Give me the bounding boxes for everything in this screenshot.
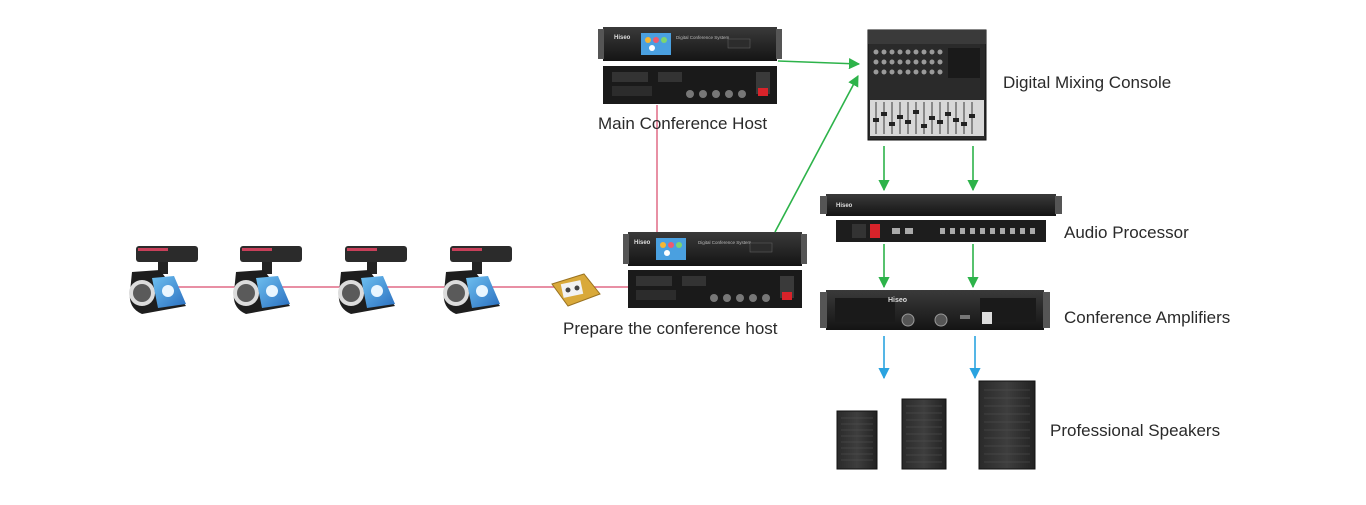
host-panel-text: Digital Conference System [698,240,752,245]
prepare-host-label: Prepare the conference host [563,319,778,338]
brand-logo: Hiseo [614,35,631,41]
mixing-console-icon [867,29,987,141]
main-conference-host-icon: Hiseo Digital Conference System [598,27,782,104]
host-panel-text: Digital Conference System [676,35,730,40]
audio-processor-icon: Hiseo [820,194,1062,242]
prepare-conference-host-icon: Hiseo Digital Conference System [623,232,807,308]
amplifiers-label: Conference Amplifiers [1064,308,1231,327]
brand-logo: Hiseo [836,203,853,209]
power-amplifier-icon: Hiseo [820,290,1050,330]
brand-logo: Hiseo [888,297,907,304]
speakers-label: Professional Speakers [1050,421,1221,440]
signal-arrow [774,75,859,233]
loudspeaker-icon [978,380,1036,470]
loudspeaker-icon [901,398,947,470]
conference-microphone-icon [338,246,407,314]
loudspeaker-icon [836,410,878,470]
mixing-console-label: Digital Mixing Console [1003,73,1172,92]
audio-processor-label: Audio Processor [1064,223,1189,242]
main-host-label: Main Conference Host [598,114,768,133]
brand-logo: Hiseo [634,240,651,246]
junction-box-icon [551,273,601,307]
conference-microphone-icon [129,246,198,314]
signal-arrow [777,58,861,70]
conference-microphone-icon [233,246,302,314]
conference-microphone-icon [443,246,512,314]
